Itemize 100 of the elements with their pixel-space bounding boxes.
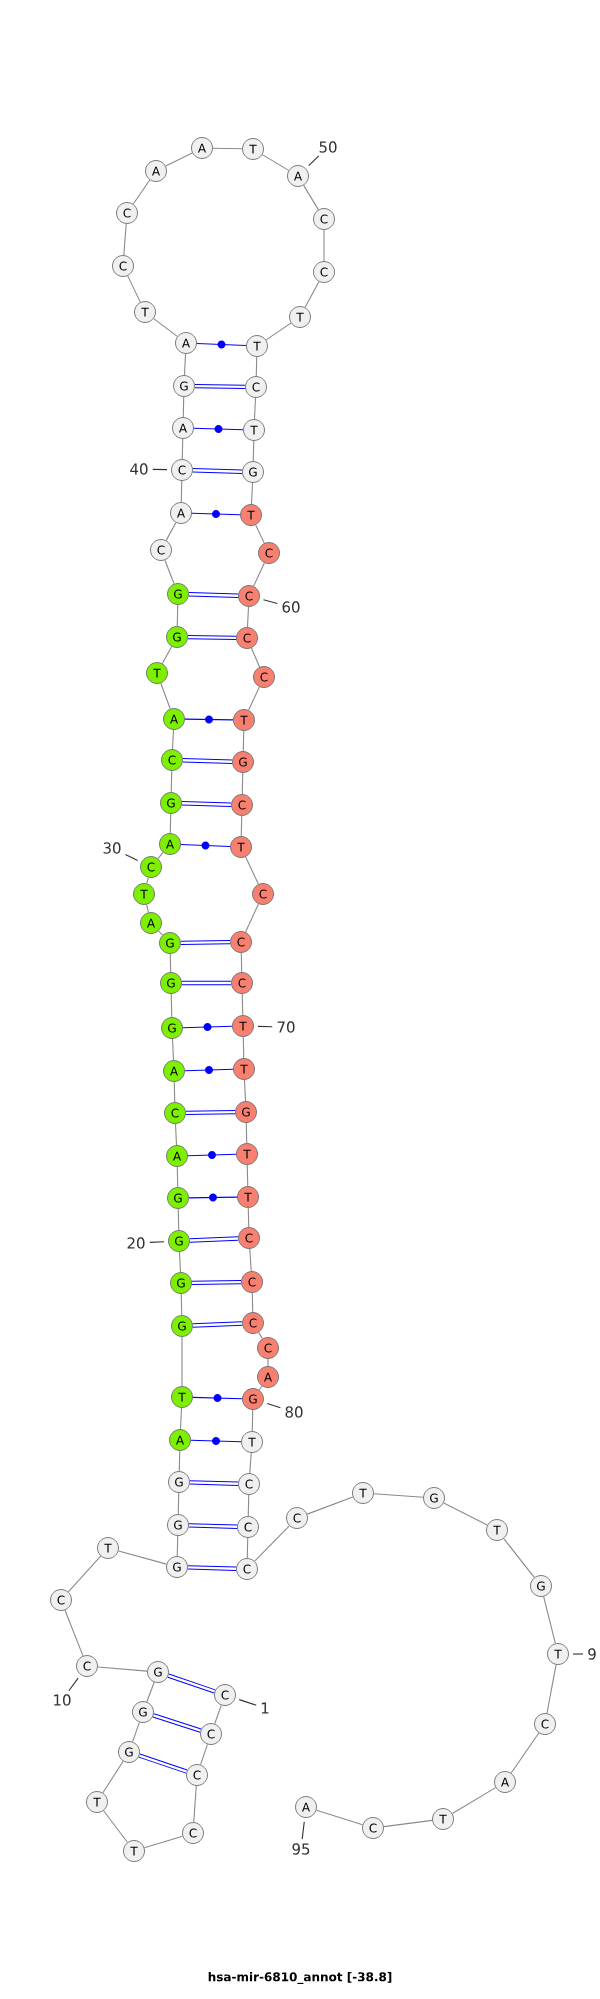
backbone-line: [102, 1760, 124, 1794]
base-pair-line: [188, 592, 239, 598]
backbone-line: [246, 606, 250, 628]
backbone-line: [254, 1525, 290, 1562]
backbone-line: [157, 851, 164, 860]
leader-line: [257, 1025, 273, 1028]
backbone-line: [304, 281, 320, 308]
backbone-line: [306, 1496, 354, 1515]
backbone-line: [265, 322, 292, 341]
backbone-line: [253, 562, 265, 587]
backbone-line: [179, 1407, 183, 1430]
backbone-line: [251, 1292, 254, 1313]
backbone-line: [240, 815, 243, 837]
backbone-line: [242, 1036, 245, 1059]
backbone-line: [247, 1494, 250, 1517]
backbone-line: [258, 1331, 263, 1340]
backbone-line: [176, 1166, 179, 1188]
base-pair-line: [185, 1109, 236, 1116]
backbone-line: [303, 184, 319, 211]
backbone-line: [174, 1123, 178, 1146]
backbone-line: [176, 604, 179, 627]
leader-line: [152, 468, 168, 471]
base-pair-line: [180, 841, 231, 850]
base-pair-line: [181, 801, 232, 807]
backbone-line: [180, 1293, 183, 1316]
backbone-line: [143, 1835, 184, 1849]
backbone-line: [249, 1452, 252, 1474]
backbone-line: [127, 275, 141, 303]
backbone-line: [146, 877, 149, 884]
position-number: 30: [103, 842, 121, 854]
position-number: 40: [130, 463, 148, 475]
backbone-line: [181, 1336, 183, 1387]
backbone-line: [170, 993, 173, 1018]
backbone-line: [97, 1666, 148, 1672]
position-number: 60: [282, 601, 300, 613]
base-pair-line: [191, 510, 241, 518]
position-number: 10: [54, 1694, 71, 1706]
backbone-line: [267, 1358, 269, 1367]
base-pair-line: [189, 1236, 239, 1243]
backbone-line: [250, 647, 261, 668]
backbone-line: [373, 1493, 424, 1498]
backbone-line: [246, 1164, 249, 1187]
backbone-line: [176, 1535, 179, 1557]
backbone-line: [258, 1385, 263, 1391]
backbone-line: [169, 953, 172, 973]
backbone-line: [243, 1079, 247, 1102]
backbone-line: [250, 482, 254, 505]
base-pair-line: [192, 1394, 243, 1402]
backbone-line: [177, 1492, 180, 1515]
backbone-line: [164, 559, 175, 585]
base-pair-line: [192, 1321, 243, 1328]
backbone-line: [132, 179, 151, 205]
backbone-line: [64, 1609, 84, 1657]
backbone-line: [315, 1809, 364, 1826]
leader-line: [238, 1699, 257, 1706]
base-pair-line: [184, 1066, 234, 1074]
backbone-line: [132, 1721, 140, 1743]
backbone-line: [178, 1251, 182, 1273]
backbone-line: [255, 524, 265, 544]
backbone-line: [158, 930, 163, 936]
base-pair-line: [192, 468, 243, 474]
backbone-line: [241, 993, 244, 1016]
base-pair-line: [182, 1023, 233, 1031]
backbone-line: [103, 1810, 128, 1843]
backbone-line: [248, 686, 260, 711]
backbone-line: [251, 1409, 254, 1432]
backbone-line: [181, 438, 184, 460]
position-number: 1: [261, 1702, 269, 1714]
backbone-line: [253, 397, 257, 420]
leader-line: [68, 1677, 79, 1692]
backbone-line: [242, 730, 245, 752]
backbone-line: [180, 480, 183, 503]
backbone-line: [183, 353, 187, 376]
base-pair-line: [152, 1713, 202, 1733]
backbone-line: [246, 1537, 249, 1559]
backbone-line: [170, 770, 173, 793]
position-number: 9: [588, 1648, 596, 1660]
backbone-line: [165, 152, 193, 167]
backbone-line: [443, 1502, 488, 1526]
backbone-line: [177, 1208, 180, 1231]
backbone-line: [146, 1681, 155, 1703]
backbone-line: [178, 1450, 181, 1472]
caption: hsa-mir-6810_annot [-38.8]: [208, 1972, 392, 1984]
position-number: 50: [319, 141, 337, 153]
backbone-line: [245, 903, 259, 933]
base-pair-line: [138, 1753, 188, 1774]
position-number: 20: [127, 1237, 145, 1249]
backbone-line: [252, 440, 255, 462]
backbone-line: [118, 1550, 167, 1565]
leader-line: [262, 599, 278, 604]
leader-line: [149, 1241, 165, 1243]
position-number: 80: [285, 1406, 303, 1418]
backbone-line: [383, 1819, 433, 1828]
base-pair-line: [189, 1480, 239, 1486]
backbone-line: [193, 1785, 197, 1823]
backbone-line: [214, 1704, 222, 1725]
leader-line: [572, 1653, 584, 1655]
backbone-line: [503, 1538, 535, 1578]
backbone-line: [165, 522, 177, 541]
backbone-line: [171, 1038, 175, 1061]
